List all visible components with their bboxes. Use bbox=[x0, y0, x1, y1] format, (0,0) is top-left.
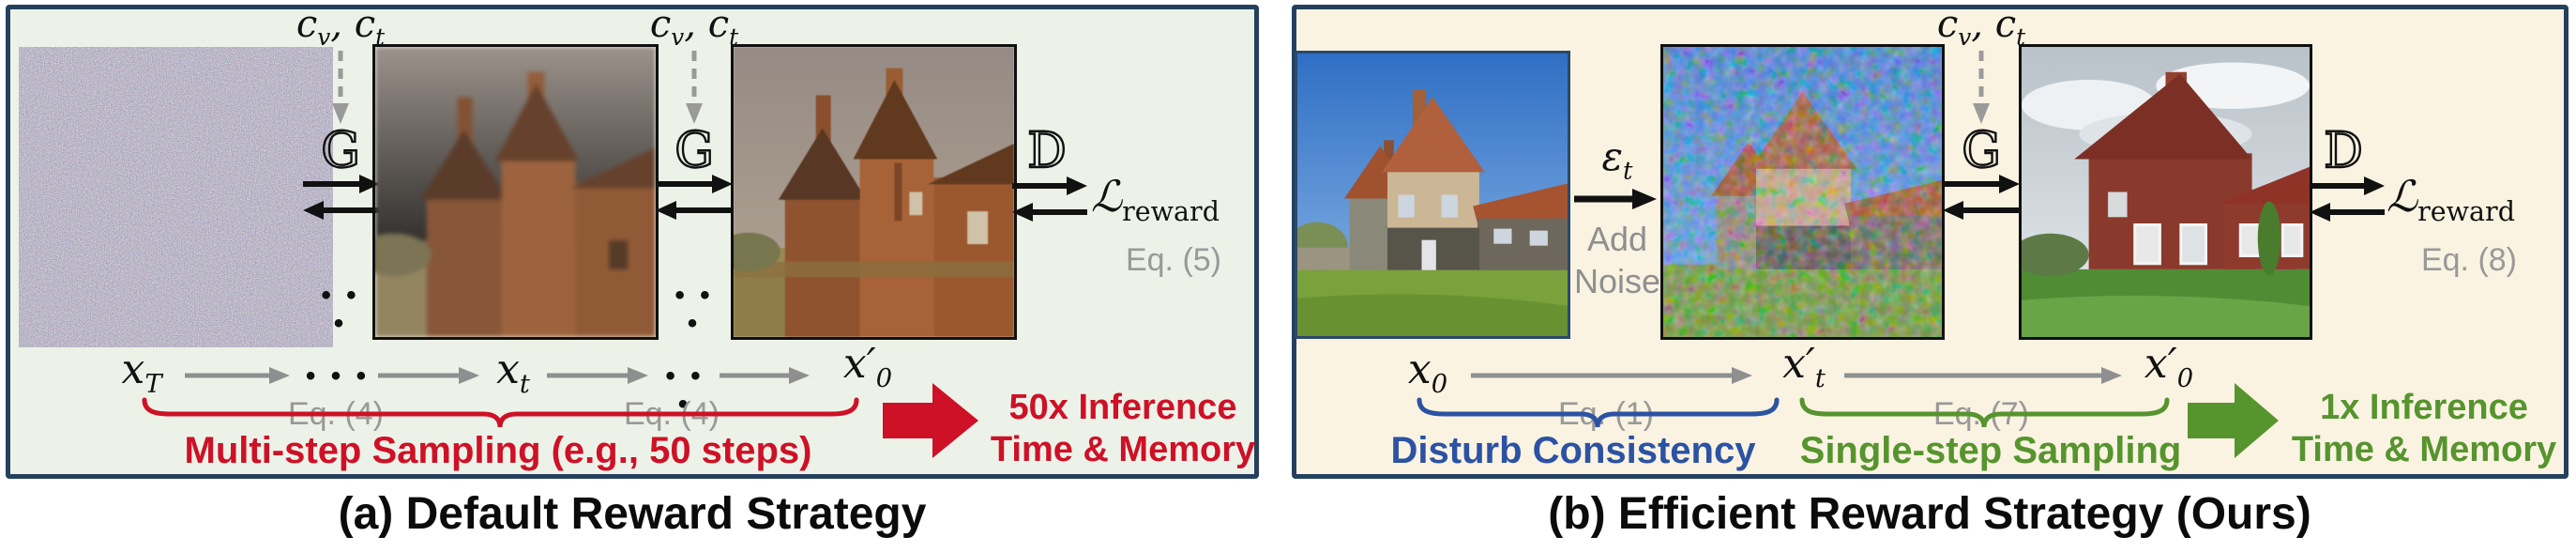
seq-arrow-2 bbox=[378, 366, 479, 390]
condition-dashed-arrow bbox=[1969, 51, 1993, 132]
vertical-ellipsis-2: • • • bbox=[674, 280, 714, 339]
add-noise-line2: Noise bbox=[1573, 262, 1661, 300]
backward-arrow-icon-2 bbox=[656, 200, 733, 225]
loss-equation-ref: Eq. (8) bbox=[2420, 242, 2518, 278]
epsilon-label: εt bbox=[1601, 133, 1633, 186]
noised-image-xt-prime bbox=[1660, 44, 1945, 340]
disturb-consistency-label: Disturb Consistency bbox=[1390, 430, 1756, 471]
seq-xt-label: xt bbox=[496, 345, 530, 399]
add-noise-label: Add Noise bbox=[1567, 218, 1668, 302]
condition-dashed-arrow-1 bbox=[328, 51, 353, 132]
sampled-image-x0-prime bbox=[2019, 44, 2312, 340]
svg-text:D: D bbox=[2324, 123, 2363, 179]
reward-loss-label: ℒreward bbox=[1091, 171, 1220, 228]
inference-cost-label: 50x Inference Time & Memory bbox=[986, 387, 1260, 471]
generator-symbol-icon-1: G bbox=[315, 122, 366, 183]
decoder-symbol-icon: D bbox=[1022, 122, 1072, 183]
seq-arrow-3 bbox=[547, 366, 648, 390]
inference-cost-label: 1x Inference Time & Memory bbox=[2283, 387, 2565, 471]
panel-efficient-reward-strategy: εt Add Noise cv, bbox=[1292, 5, 2568, 479]
single-step-brace bbox=[1799, 397, 2170, 437]
forward-arrow-icon-2 bbox=[656, 174, 733, 199]
vertical-ellipsis-1: • • • bbox=[321, 280, 360, 339]
add-noise-arrow-icon bbox=[1574, 188, 1657, 215]
caption-panel-b: (b) Efficient Reward Strategy (Ours) bbox=[1548, 489, 2311, 539]
seq-x0-label: x0 bbox=[1407, 345, 1448, 399]
inference-cost-line1: 1x Inference bbox=[2320, 388, 2528, 427]
condition-label-1: cv, ct bbox=[295, 3, 386, 51]
svg-text:G: G bbox=[321, 123, 360, 179]
decoder-backward-arrow-icon bbox=[2310, 202, 2385, 227]
generated-image-x0 bbox=[731, 44, 1017, 340]
condition-label: cv, ct bbox=[1936, 3, 2026, 51]
forward-arrow-icon bbox=[1943, 174, 2020, 199]
panel-default-reward-strategy: cv, ct G • • • cv, ct bbox=[6, 5, 1259, 479]
backward-arrow-icon bbox=[1943, 200, 2020, 225]
inference-cost-line1: 50x Inference bbox=[1008, 388, 1237, 427]
seq-x0-prime-label: x′0 bbox=[842, 340, 893, 393]
caption-panel-a: (a) Default Reward Strategy bbox=[338, 489, 927, 539]
disturb-consistency-brace bbox=[1417, 397, 1780, 437]
multi-step-sampling-label: Multi-step Sampling (e.g., 50 steps) bbox=[184, 430, 812, 471]
loss-equation-ref: Eq. (5) bbox=[1125, 242, 1222, 278]
seq-arrow-1 bbox=[185, 366, 290, 390]
generator-symbol-icon-2: G bbox=[669, 122, 720, 183]
inference-cost-line2: Time & Memory bbox=[990, 429, 1256, 469]
seq-ellipsis-1: • • • bbox=[305, 360, 371, 391]
condition-label-2: cv, ct bbox=[649, 3, 739, 51]
single-step-sampling-label: Single-step Sampling bbox=[1799, 430, 2182, 471]
generator-symbol-icon: G bbox=[1956, 122, 2007, 183]
backward-arrow-icon-1 bbox=[303, 200, 380, 225]
decoder-forward-arrow-icon bbox=[1012, 176, 1087, 201]
svg-text:G: G bbox=[1962, 123, 2001, 179]
inference-cost-line2: Time & Memory bbox=[2291, 429, 2557, 469]
forward-arrow-icon-1 bbox=[303, 174, 380, 199]
decoder-backward-arrow-icon bbox=[1012, 202, 1087, 227]
green-impact-arrow-icon bbox=[2188, 383, 2279, 463]
seq-xt-prime-label: x′t bbox=[1782, 340, 1826, 393]
seq-ellipsis-2: • • • bbox=[665, 360, 705, 420]
seq-xT-label: xT bbox=[121, 345, 162, 399]
decoder-forward-arrow-icon bbox=[2310, 176, 2385, 201]
real-photo-x0 bbox=[1295, 51, 1570, 339]
noise-image bbox=[19, 47, 333, 347]
generated-image-xt bbox=[372, 44, 659, 340]
add-noise-line1: Add bbox=[1586, 220, 1648, 258]
multi-step-brace bbox=[142, 397, 859, 437]
condition-dashed-arrow-2 bbox=[682, 51, 706, 132]
seq-arrow-eq1 bbox=[1471, 366, 1752, 390]
red-impact-arrow-icon bbox=[883, 383, 978, 463]
reward-loss-label: ℒreward bbox=[2387, 171, 2515, 228]
svg-text:D: D bbox=[1027, 123, 1067, 179]
decoder-symbol-icon: D bbox=[2318, 122, 2369, 183]
seq-arrow-4 bbox=[720, 366, 810, 390]
seq-x0-prime-label: x′0 bbox=[2144, 340, 2194, 393]
seq-arrow-eq7 bbox=[1844, 366, 2122, 390]
svg-text:G: G bbox=[674, 123, 714, 179]
